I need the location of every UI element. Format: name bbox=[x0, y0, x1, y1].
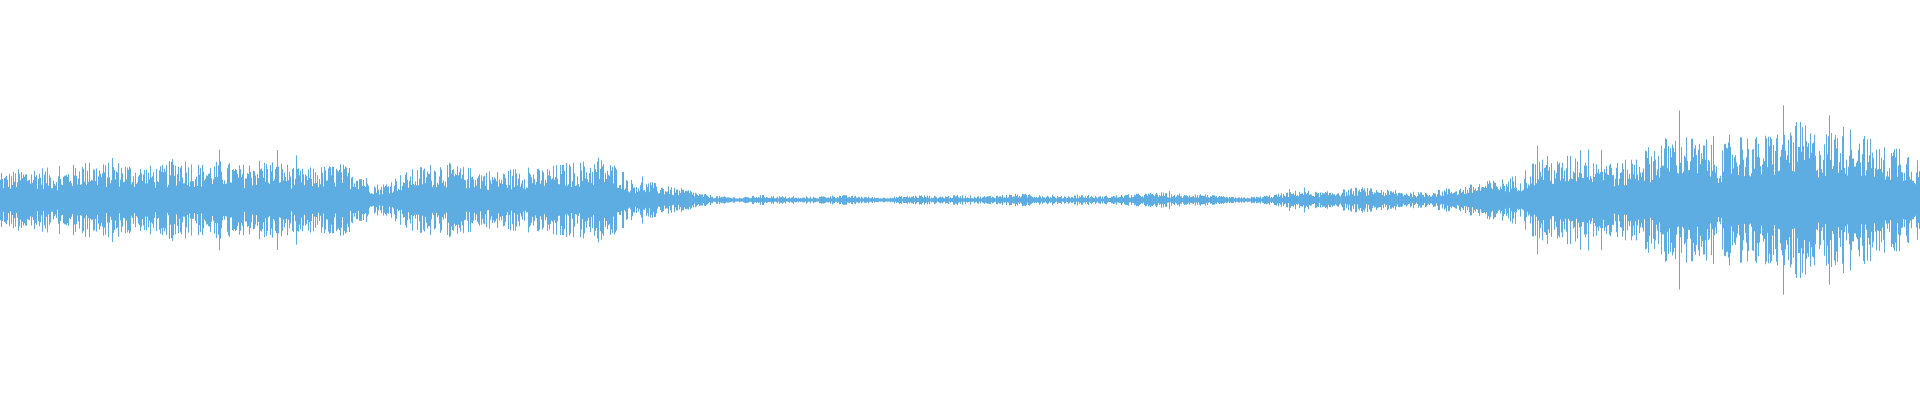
waveform-bars bbox=[0, 105, 1920, 295]
